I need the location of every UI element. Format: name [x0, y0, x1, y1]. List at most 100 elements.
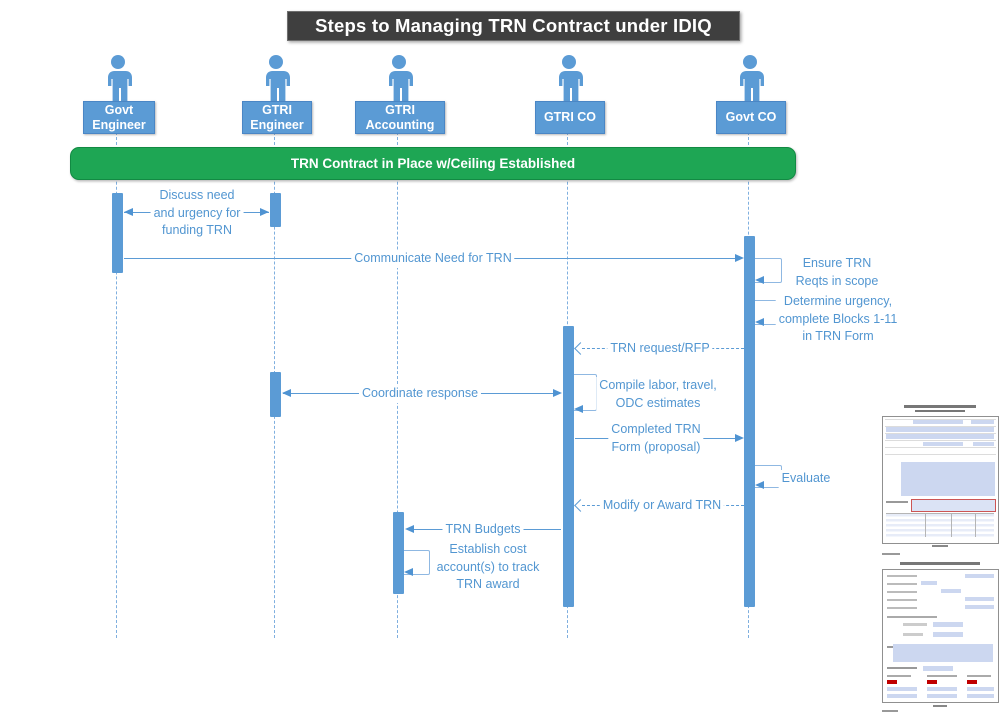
form-subtitle-text [915, 409, 965, 412]
form-label-text [903, 633, 923, 636]
form-field [927, 694, 957, 698]
message-label: Evaluate [778, 470, 834, 488]
form-field [886, 434, 994, 439]
form-field [973, 442, 994, 446]
self-loop-arrow [404, 550, 430, 575]
person-icon [551, 55, 587, 103]
message-label: Establish cost account(s) to track TRN a… [433, 541, 543, 594]
message-label: Modify or Award TRN [599, 497, 725, 515]
form-page [882, 416, 999, 544]
form-label-text [886, 501, 908, 503]
form-revision-text [882, 553, 900, 555]
message-label: Discuss need and urgency for funding TRN [150, 187, 244, 240]
actor-label-gtri-co: GTRI CO [535, 101, 605, 134]
arrowhead-left-icon [755, 318, 764, 326]
activation-bar-govt-engineer [112, 193, 123, 273]
message-label: Compile labor, travel, ODC estimates [596, 377, 720, 412]
arrowhead-left-icon [124, 208, 133, 216]
form-field [923, 666, 953, 671]
table-column-divider [975, 513, 976, 537]
trn-form-page2-thumbnail [880, 559, 1000, 713]
table-column-divider [951, 513, 952, 537]
arrowhead-left-icon [404, 568, 413, 576]
milestone-banner: TRN Contract in Place w/Ceiling Establis… [70, 147, 796, 180]
message-label: Ensure TRN Reqts in scope [792, 255, 882, 290]
actor-label-gtri-engineer: GTRI Engineer [242, 101, 312, 134]
form-description-area [901, 462, 995, 496]
actor-label-govt-engineer: Govt Engineer [83, 101, 155, 134]
arrowhead-left-icon [405, 525, 414, 533]
actor-label-gtri-accounting: GTRI Accounting [355, 101, 445, 134]
message-label: TRN request/RFP [607, 340, 713, 358]
activation-bar-govt-co [744, 236, 755, 607]
form-field-rows [885, 419, 996, 460]
form-field [965, 574, 994, 578]
form-field [886, 427, 994, 432]
form-signature-header-text [887, 675, 911, 677]
form-page-number-text [933, 705, 947, 707]
form-page [882, 569, 999, 703]
arrowhead-left-icon [755, 481, 764, 489]
message-label: Completed TRN Form (proposal) [608, 421, 704, 456]
form-highlighted-field [911, 499, 996, 512]
form-label-text [887, 591, 917, 593]
activation-bar-gtri-engineer-1 [270, 193, 281, 227]
self-loop-arrow [755, 258, 782, 283]
open-arrowhead-left-icon [574, 499, 587, 512]
form-label-text [903, 623, 927, 626]
arrowhead-right-icon [260, 208, 269, 216]
person-icon [258, 55, 294, 103]
trn-form-page1-thumbnail [880, 403, 1000, 557]
arrowhead-left-icon [282, 389, 291, 397]
open-arrowhead-left-icon [574, 342, 587, 355]
form-label-text [887, 583, 917, 585]
form-field [921, 581, 937, 585]
actor-label-govt-co: Govt CO [716, 101, 786, 134]
form-field [967, 687, 994, 691]
message-label: Coordinate response [358, 385, 482, 403]
form-page-number-text [932, 545, 948, 547]
message-label: Determine urgency, complete Blocks 1-11 … [775, 293, 901, 346]
form-field [965, 597, 994, 601]
form-section-header-text [887, 616, 937, 618]
message-label: Communicate Need for TRN [351, 250, 515, 268]
form-label-text [887, 599, 917, 601]
form-label-text [887, 607, 917, 609]
signature-required-chip [887, 680, 897, 684]
form-title-text [900, 562, 980, 565]
form-field [927, 687, 957, 691]
activation-bar-gtri-co [563, 326, 574, 607]
activation-bar-gtri-engineer-2 [270, 372, 281, 417]
form-field [967, 694, 994, 698]
form-labor-table [886, 513, 994, 538]
arrowhead-right-icon [735, 254, 744, 262]
form-field [923, 442, 963, 446]
activation-bar-gtri-accounting [393, 512, 404, 594]
form-title-text [904, 405, 976, 408]
person-icon [381, 55, 417, 103]
form-field [965, 605, 994, 609]
form-field [933, 622, 963, 627]
form-label-text [887, 575, 917, 577]
arrowhead-left-icon [574, 405, 583, 413]
person-icon [100, 55, 136, 103]
form-revision-text [882, 710, 898, 712]
signature-required-chip [927, 680, 937, 684]
form-field [887, 694, 917, 698]
form-signature-header-text [967, 675, 991, 677]
form-label-text [887, 667, 917, 669]
arrowhead-right-icon [735, 434, 744, 442]
form-signature-header-text [927, 675, 957, 677]
table-column-divider [925, 513, 926, 537]
signature-required-chip [967, 680, 977, 684]
form-field [971, 420, 994, 424]
arrowhead-right-icon [553, 389, 562, 397]
form-field [933, 632, 963, 637]
lifeline-govt-engineer [116, 132, 117, 638]
form-field [887, 687, 917, 691]
arrowhead-left-icon [755, 276, 764, 284]
form-remarks-area [893, 644, 993, 662]
person-icon [732, 55, 768, 103]
form-field [913, 420, 963, 424]
